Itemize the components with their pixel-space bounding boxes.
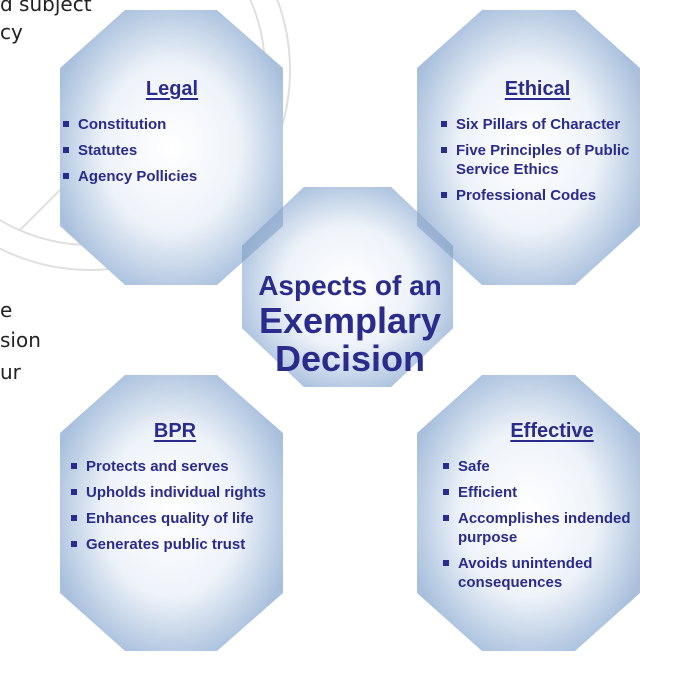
effective-list: Safe Efficient Accomplishes indended pur…: [442, 457, 632, 592]
bullet-icon: [63, 147, 69, 153]
list-item: Upholds individual rights: [70, 483, 280, 502]
list-item: Safe: [442, 457, 632, 476]
bpr-title: BPR: [153, 420, 197, 442]
bullet-icon: [63, 173, 69, 179]
octagon-effective: [417, 375, 640, 651]
list-item: Constitution: [62, 115, 282, 134]
octagon-legal: [60, 10, 283, 285]
octagon-ethical: [417, 10, 640, 285]
list-item: Protects and serves: [70, 457, 280, 476]
background-text: e: [0, 298, 13, 322]
bullet-icon: [443, 489, 449, 495]
bullet-icon: [443, 515, 449, 521]
background-text: d subject: [0, 0, 92, 16]
bullet-icon: [63, 121, 69, 127]
bullet-icon: [71, 515, 77, 521]
list-item: Generates public trust: [70, 535, 280, 554]
ethical-list: Six Pillars of Character Five Principles…: [440, 115, 635, 205]
legal-title: Legal: [145, 78, 199, 100]
center-line-3: Decision: [274, 338, 426, 379]
bullet-icon: [443, 560, 449, 566]
list-item: Five Principles of Public Service Ethics: [440, 141, 635, 179]
list-item: Six Pillars of Character: [440, 115, 635, 134]
center-line-2: Exemplary: [258, 300, 442, 341]
list-item: Enhances quality of life: [70, 509, 280, 528]
center-line-1: Aspects of an: [258, 270, 442, 301]
bpr-box: BPR Protects and serves Upholds individu…: [70, 420, 280, 561]
effective-box: Effective Safe Efficient Accomplishes in…: [442, 420, 632, 599]
list-item: Statutes: [62, 141, 282, 160]
ethical-box: Ethical Six Pillars of Character Five Pr…: [440, 78, 635, 212]
background-text: cy: [0, 20, 23, 44]
list-item: Accomplishes indended purpose: [442, 509, 632, 547]
center-title: Aspects of an Exemplary Decision: [245, 270, 455, 378]
list-item: Efficient: [442, 483, 632, 502]
bullet-icon: [441, 147, 447, 153]
background-text: sion: [0, 328, 41, 352]
ethical-title: Ethical: [504, 78, 571, 100]
background-text: ur: [0, 360, 21, 384]
list-item: Avoids unintended consequences: [442, 554, 632, 592]
bullet-icon: [441, 192, 447, 198]
list-item: Agency Pollicies: [62, 167, 282, 186]
bpr-list: Protects and serves Upholds individual r…: [70, 457, 280, 554]
bullet-icon: [71, 463, 77, 469]
effective-title: Effective: [510, 420, 594, 442]
bullet-icon: [443, 463, 449, 469]
legal-list: Constitution Statutes Agency Pollicies: [62, 115, 282, 186]
list-item: Professional Codes: [440, 186, 635, 205]
bullet-icon: [71, 489, 77, 495]
octagon-bpr: [60, 375, 283, 651]
bullet-icon: [71, 541, 77, 547]
bullet-icon: [441, 121, 447, 127]
octagon-center: [242, 187, 453, 387]
legal-box: Legal Constitution Statutes Agency Polli…: [62, 78, 282, 193]
